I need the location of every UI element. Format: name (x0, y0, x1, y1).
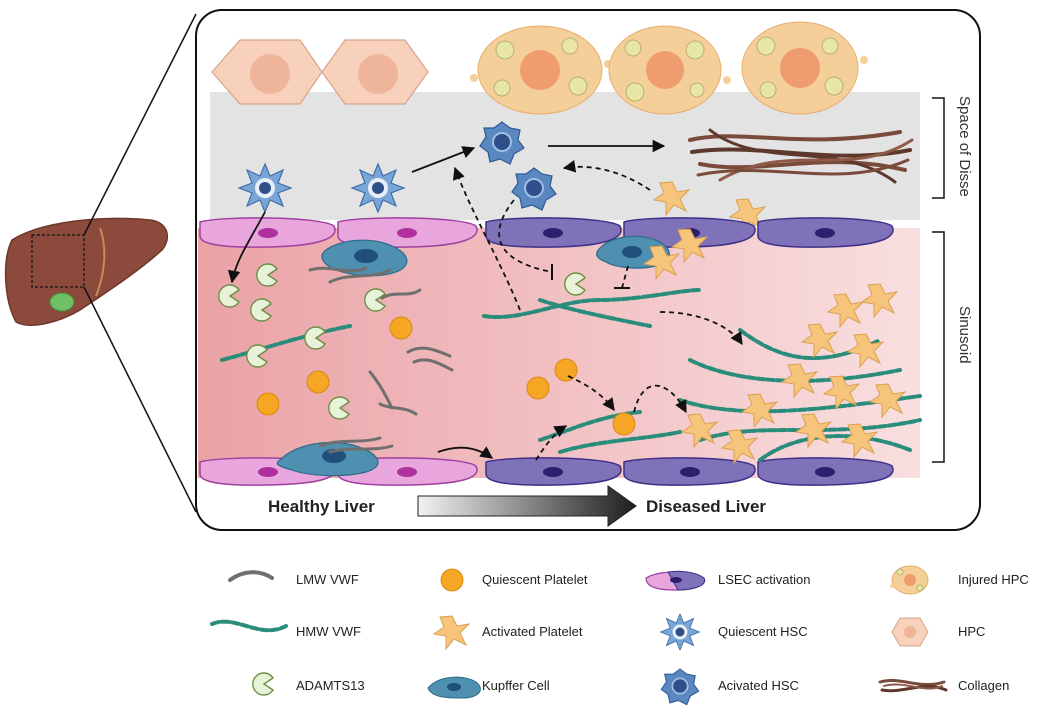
lmw-vwf-icon (228, 570, 274, 582)
legend-label-quiescent-hsc: Quiescent HSC (718, 624, 808, 639)
hpc-icon (891, 617, 929, 647)
legend-label-hmw-vwf: HMW VWF (296, 624, 361, 639)
lsec-bottom-activated (485, 457, 894, 486)
legend-label-activated-hsc: Acivated HSC (718, 678, 799, 693)
healthy-hpc-cells (211, 39, 429, 105)
lsec-top-healthy (199, 217, 478, 248)
injured-hpc-icon (890, 565, 929, 595)
quiescent-platelet-icon (440, 568, 464, 592)
zoom-line-bottom (83, 286, 197, 513)
progression-arrow (417, 485, 637, 527)
legend-label-collagen: Collagen (958, 678, 1009, 693)
quiescent-platelet-4 (526, 376, 550, 400)
space-of-disse-bracket (932, 97, 945, 199)
legend-label-quiescent-platelet: Quiescent Platelet (482, 572, 588, 587)
legend: LMW VWF HMW VWF ADAMTS13 Quiescent Plate… (210, 565, 1029, 706)
kupffer-cell-bottom (276, 441, 379, 477)
kupffer-cell-top (321, 239, 408, 277)
sinusoid-bracket (932, 231, 945, 463)
legend-label-lmw-vwf: LMW VWF (296, 572, 359, 587)
quiescent-platelet-1 (389, 316, 413, 340)
legend-label-activated-platelet: Activated Platelet (482, 624, 583, 639)
collagen-bundle (688, 128, 914, 184)
zoom-box (31, 234, 85, 288)
inhibition-marks (551, 264, 630, 289)
kupffer-cell-icon (427, 676, 481, 699)
quiescent-platelet-3 (256, 392, 280, 416)
quiescent-platelet-6 (612, 412, 636, 436)
lsec-activation-icon (645, 570, 706, 591)
quiescent-platelet-5 (554, 358, 578, 382)
dashed-arrows (452, 160, 743, 461)
liver-organ (4, 217, 169, 326)
injured-hpc-cells (470, 21, 868, 115)
quiescent-platelet-2 (306, 370, 330, 394)
solid-arrows (227, 139, 666, 459)
diseased-liver-label: Diseased Liver (646, 497, 766, 516)
healthy-liver-label: Healthy Liver (268, 497, 375, 516)
quiescent-hsc-icon (660, 613, 700, 651)
collagen-icon (878, 679, 948, 693)
zoom-line-top (83, 13, 197, 236)
sinusoid-label: Sinusoid (956, 306, 973, 364)
activated-hsc-icon (660, 668, 700, 706)
adamts13-icon (252, 672, 274, 696)
legend-label-adamts13: ADAMTS13 (296, 678, 365, 693)
legend-label-injured-hpc: Injured HPC (958, 572, 1029, 587)
lmw-vwf-strands (308, 266, 454, 454)
activated-platelet-icon (433, 615, 470, 650)
legend-label-kupffer-cell: Kupffer Cell (482, 678, 550, 693)
legend-label-hpc: HPC (958, 624, 985, 639)
hmw-vwf-icon (210, 619, 288, 633)
legend-label-lsec-activation: LSEC activation (718, 572, 811, 587)
space-of-disse-label: Space of Disse (956, 96, 973, 197)
